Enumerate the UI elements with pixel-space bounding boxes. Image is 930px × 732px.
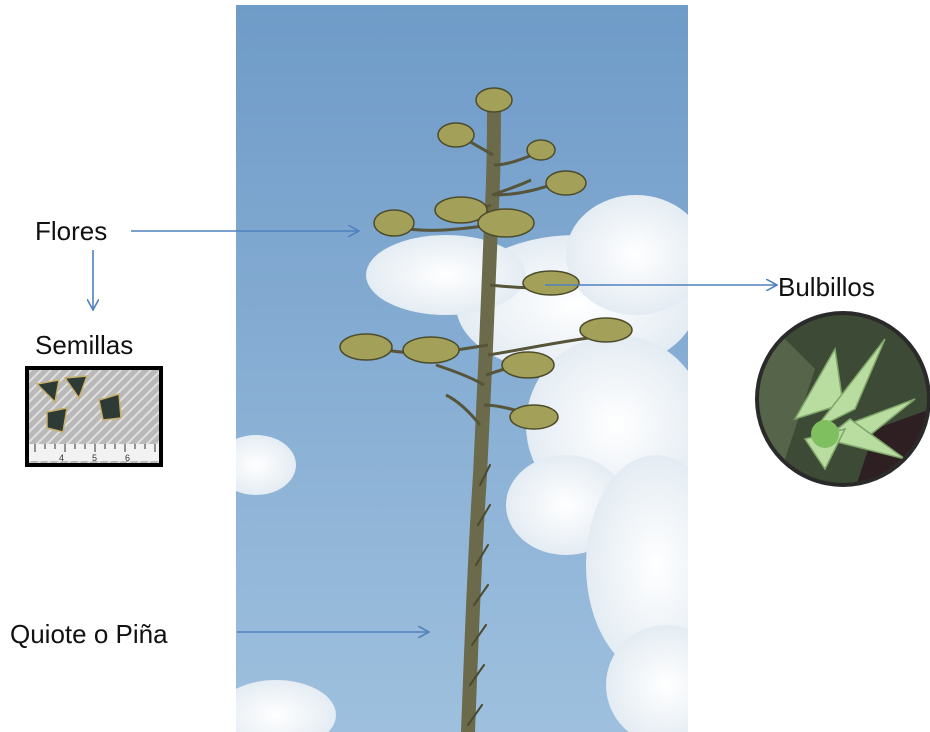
- agave-photo: [236, 5, 688, 732]
- stalk-label: Quiote o Piña: [10, 619, 168, 650]
- ruler-number-6: 6: [125, 453, 130, 463]
- ruler-number-4: 4: [59, 453, 64, 463]
- flowers-label: Flores: [35, 216, 107, 247]
- ruler-number-5: 5: [92, 453, 97, 463]
- seeds-label: Semillas: [35, 330, 133, 361]
- bulbils-photo: [755, 309, 930, 489]
- bulbils-label: Bulbillos: [778, 272, 875, 303]
- seeds-photo: 4 5 6: [25, 366, 163, 467]
